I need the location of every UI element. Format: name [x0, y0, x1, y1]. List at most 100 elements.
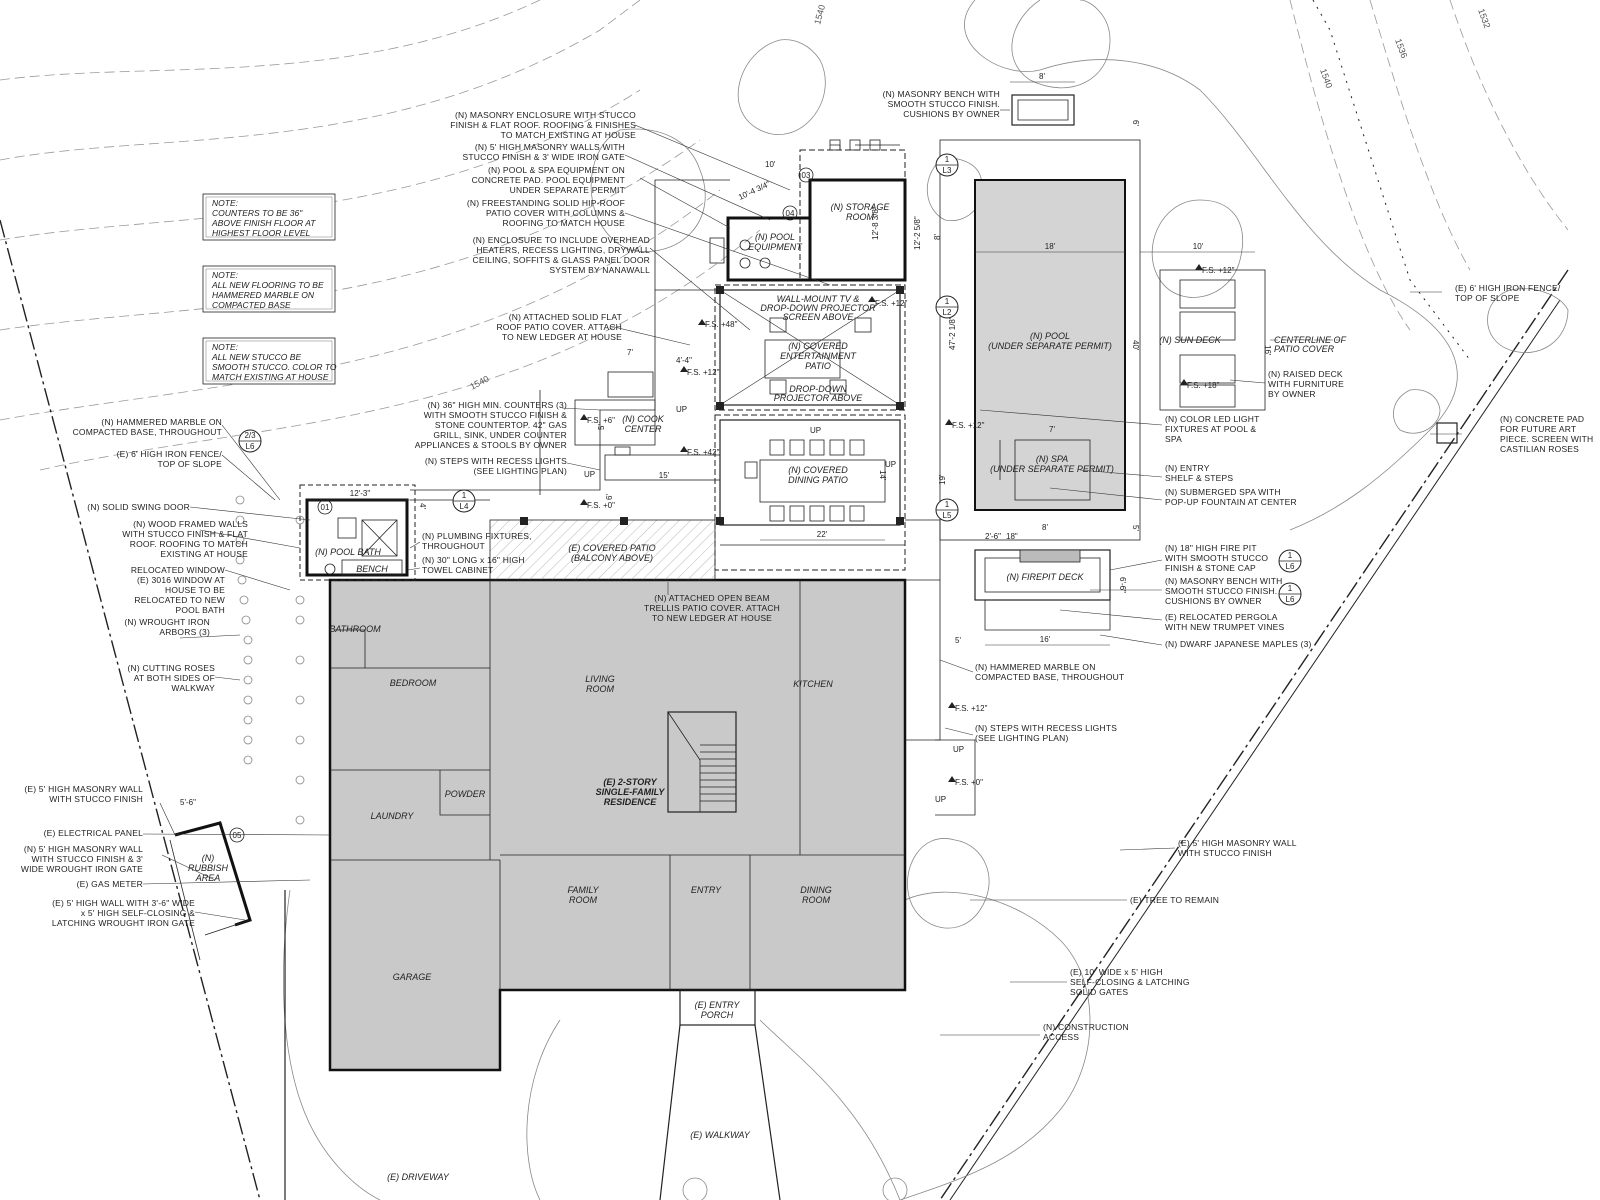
callout-line: TRELLIS PATIO COVER. ATTACH	[644, 603, 780, 613]
note-line: MATCH EXISTING AT HOUSE	[212, 372, 329, 382]
fs-tag-label: F.S. +12"	[952, 421, 985, 430]
contour-label: 1532	[1476, 7, 1492, 29]
detail-tag-sheet: L2	[943, 308, 952, 317]
callout: (E) 6' HIGH IRON FENCE/ TOP OF SLOPE	[117, 449, 223, 469]
callout: (N) MASONRY ENCLOSURE WITH STUCCO FINISH…	[450, 110, 636, 140]
callout: (N) DWARF JAPANESE MAPLES (3)	[1165, 639, 1311, 649]
room-label: WALL-MOUNT TV &	[777, 294, 860, 304]
detail-tag-number: 1	[945, 155, 950, 164]
callout-line: (N) POOL & SPA EQUIPMENT ON	[488, 165, 625, 175]
callout-line: POOL BATH	[175, 605, 225, 615]
door-tags: 03 04 01 05	[229, 167, 814, 843]
callout-line: ROOF. ROOFING TO MATCH	[130, 539, 248, 549]
callout: (N) SOLID SWING DOOR	[87, 502, 190, 512]
room-label: CENTERLINE OF	[1274, 335, 1347, 345]
callout-line: (N) WROUGHT IRON	[124, 617, 210, 627]
callout: (E) 10' WIDE x 5' HIGH SELF-CLOSING & LA…	[1070, 967, 1190, 997]
callout-line: HOUSE TO BE	[165, 585, 225, 595]
dimension-label: 5'-6"	[180, 798, 196, 807]
callout-line: SELF-CLOSING & LATCHING	[1070, 977, 1190, 987]
contour-label: 1540	[1318, 67, 1334, 89]
callout-line: SHELF & STEPS	[1165, 473, 1233, 483]
callout: (N) ATTACHED OPEN BEAM TRELLIS PATIO COV…	[644, 593, 780, 623]
note-line: NOTE:	[212, 342, 239, 352]
room-label: SINGLE-FAMILY	[596, 787, 666, 797]
room-label: (N) SPA	[1036, 454, 1068, 464]
callout-line: APPLIANCES & STOOLS BY OWNER	[415, 440, 567, 450]
callout-line: CONCRETE PAD. POOL EQUIPMENT	[472, 175, 625, 185]
callout: (N) PLUMBING FIXTURES, THROUGHOUT	[422, 531, 532, 551]
fs-tag-label: F.S. +0"	[955, 778, 983, 787]
fs-tag-label: F.S. +42"	[687, 448, 720, 457]
callout-line: HEATERS, RECESS LIGHTING, DRYWALL	[476, 245, 650, 255]
callout-line: SOLID GATES	[1070, 987, 1128, 997]
contour-label: 1540	[468, 374, 490, 392]
callout: (N) WROUGHT IRON ARBORS (3)	[124, 617, 210, 637]
callout-line: (N) MASONRY BENCH WITH	[883, 89, 1000, 99]
callout: (N) 5' HIGH MASONRY WALL WITH STUCCO FIN…	[21, 844, 143, 874]
room-label: (N)	[202, 853, 215, 863]
room-label: BENCH	[356, 564, 388, 574]
up-label: UP	[676, 405, 687, 414]
room-label: (E) DRIVEWAY	[387, 1172, 450, 1182]
room-label: CENTER	[624, 424, 662, 434]
door-tag: 05	[229, 827, 245, 843]
callout-line: (E) 5' HIGH MASONRY WALL	[1178, 838, 1297, 848]
room-label: DINING	[800, 885, 832, 895]
dimension-label: 14'	[878, 470, 887, 481]
callout: (N) MASONRY BENCH WITH SMOOTH STUCCO FIN…	[1165, 576, 1282, 606]
dimension-label: 10'	[1193, 242, 1204, 251]
detail-tag-number: 1	[1288, 551, 1293, 560]
callout: (E) ELECTRICAL PANEL	[44, 828, 143, 838]
room-label: (UNDER SEPARATE PERMIT)	[988, 341, 1112, 351]
callout-line: CASTILIAN ROSES	[1500, 444, 1579, 454]
room-label: SCREEN ABOVE	[783, 312, 855, 322]
mid-callouts: (N) PLUMBING FIXTURES, THROUGHOUT (N) 30…	[422, 531, 780, 623]
dimension-label: 4'-4"	[676, 356, 692, 365]
detail-tag: 1 L2	[935, 295, 959, 319]
callout: (N) SUBMERGED SPA WITH POP-UP FOUNTAIN A…	[1165, 487, 1297, 507]
fs-tag-label: F.S. +48"	[705, 320, 738, 329]
callout-line: POP-UP FOUNTAIN AT CENTER	[1165, 497, 1297, 507]
callout-line: CUSHIONS BY OWNER	[1165, 596, 1262, 606]
callout-line: BY OWNER	[1268, 389, 1316, 399]
callout-line: ACCESS	[1043, 1032, 1079, 1042]
room-label: PATIO	[805, 361, 831, 371]
up-label: UP	[935, 795, 946, 804]
callout-line: FINISH & FLAT ROOF. ROOFING & FINISHES	[450, 120, 636, 130]
door-tag-label: 01	[321, 503, 330, 512]
room-label: BEDROOM	[390, 678, 437, 688]
main-residence	[328, 578, 907, 1072]
callout: (N) 36" HIGH MIN. COUNTERS (3) WITH SMOO…	[415, 400, 567, 450]
room-label: ENTERTAINMENT	[780, 351, 857, 361]
dimension-label: 2'-6"	[985, 532, 1001, 541]
callout: (N) WOOD FRAMED WALLS WITH STUCCO FINISH…	[122, 519, 248, 559]
callout-line: SMOOTH STUCCO FINISH.	[1165, 586, 1277, 596]
fs-tag: F.S. +12"	[945, 419, 985, 430]
callout: (E) RELOCATED PERGOLA WITH NEW TRUMPET V…	[1165, 612, 1284, 632]
dimension-label: 5'	[1131, 525, 1140, 531]
room-label: ROOM	[569, 895, 598, 905]
stair-up-labels: UP UP UP UP UP UP	[584, 405, 964, 804]
fs-tag: F.S. +12"	[868, 296, 908, 308]
detail-tag-sheet: L3	[943, 166, 952, 175]
room-label: (N) SUN DECK	[1159, 335, 1221, 345]
note-line: ALL NEW STUCCO BE	[211, 352, 301, 362]
note-line: HIGHEST FLOOR LEVEL	[212, 228, 311, 238]
callout-line: THROUGHOUT	[422, 541, 485, 551]
dimension-label: 12'-3"	[350, 489, 371, 498]
callout-line: WITH NEW TRUMPET VINES	[1165, 622, 1284, 632]
callout: (N) POOL & SPA EQUIPMENT ON CONCRETE PAD…	[472, 165, 625, 195]
callout-line: (E) GAS METER	[77, 879, 143, 889]
leader-lines	[142, 109, 1462, 1036]
dimension-label: 4'	[418, 503, 427, 509]
room-label: PATIO COVER	[1274, 344, 1335, 354]
room-label: PROJECTOR ABOVE	[774, 393, 864, 403]
callout-line: (N) 5' HIGH MASONRY WALLS WITH	[475, 142, 625, 152]
dimension-label: 16'	[1263, 345, 1272, 356]
callout-line: WIDE WROUGHT IRON GATE	[21, 864, 143, 874]
concrete-pad	[1436, 422, 1458, 444]
entry-porch-walkway	[284, 890, 781, 1200]
lounge-chairs	[1179, 279, 1236, 408]
callout-line: (E) 6' HIGH IRON FENCE/	[1455, 283, 1561, 293]
